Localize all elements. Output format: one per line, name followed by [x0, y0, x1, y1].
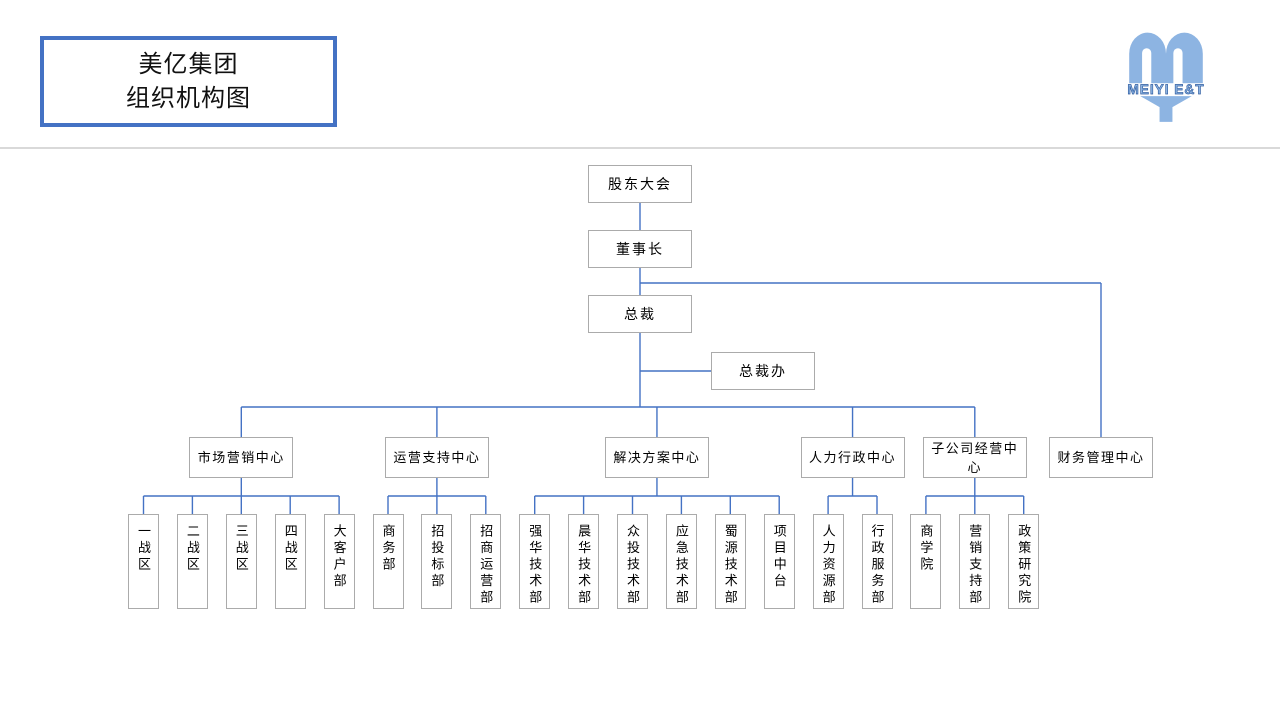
company-logo: MEIYI E&T: [1120, 32, 1212, 122]
org-node-chairman-label: 董事长: [616, 240, 664, 257]
logo-m-slot-left: [1142, 48, 1152, 91]
org-node-leaf-2-0-label: 强华技术部: [527, 524, 543, 607]
slide-title-line1: 美亿集团: [138, 50, 239, 78]
org-node-leaf-2-3: 应急技术部: [665, 514, 697, 609]
org-node-leaf-3-0: 人力资源部: [812, 514, 844, 609]
org-node-leaf-1-1: 招投标部: [421, 514, 453, 609]
org-node-leaf-1-2-label: 招商运营部: [478, 524, 494, 607]
org-node-leaf-1-0: 商务部: [372, 514, 404, 609]
org-node-center-2: 解决方案中心: [604, 437, 709, 478]
org-node-leaf-3-0-label: 人力资源部: [820, 524, 836, 607]
org-node-leaf-4-1: 营销支持部: [959, 514, 991, 609]
org-node-leaf-2-0: 强华技术部: [519, 514, 551, 609]
org-node-leaf-4-1-label: 营销支持部: [967, 524, 983, 607]
org-node-leaf-2-2-label: 众投技术部: [625, 524, 640, 607]
org-node-center-1: 运营支持中心: [384, 437, 489, 478]
org-node-leaf-3-1-label: 行政服务部: [869, 524, 885, 607]
org-node-leaf-2-2: 众投技术部: [617, 514, 648, 609]
org-node-leaf-0-3: 四战区: [274, 514, 306, 609]
org-node-president: 总裁: [588, 295, 692, 333]
org-node-leaf-0-4: 大客户部: [323, 514, 355, 609]
org-node-leaf-0-0: 一战区: [128, 514, 159, 609]
org-node-center-0-label: 市场营销中心: [197, 450, 285, 465]
org-node-leaf-0-2: 三战区: [225, 514, 257, 609]
org-node-leaf-2-4: 蜀源技术部: [714, 514, 746, 609]
slide-title-box: 美亿集团 组织机构图: [40, 36, 337, 127]
logo-text-band: [1120, 83, 1212, 97]
org-node-center-2-label: 解决方案中心: [613, 450, 701, 465]
org-node-leaf-1-0-label: 商务部: [380, 524, 396, 574]
org-node-center-3-label: 人力行政中心: [809, 450, 897, 465]
org-node-center-1-label: 运营支持中心: [393, 450, 481, 465]
org-node-leaf-0-2-label: 三战区: [233, 524, 249, 574]
org-node-leaf-0-4-label: 大客户部: [331, 524, 347, 590]
org-node-leaf-0-1: 二战区: [176, 514, 208, 609]
logo-tail-shape: [1140, 96, 1192, 122]
org-node-leaf-4-2-label: 政策研究院: [1016, 524, 1032, 607]
org-node-leaf-2-4-label: 蜀源技术部: [722, 524, 738, 607]
org-node-leaf-2-5: 项目中台: [763, 514, 795, 609]
logo-text: MEIYI E&T: [1127, 82, 1204, 97]
org-node-center-0: 市场营销中心: [189, 437, 294, 478]
org-node-center-5-label: 财务管理中心: [1057, 450, 1145, 465]
org-node-leaf-2-3-label: 应急技术部: [673, 524, 689, 607]
org-node-leaf-0-3-label: 四战区: [282, 524, 298, 574]
header-separator: [0, 147, 1280, 149]
org-node-leaf-2-1-label: 晨华技术部: [576, 524, 592, 607]
org-node-center-5: 财务管理中心: [1049, 437, 1153, 478]
org-node-leaf-1-1-label: 招投标部: [429, 524, 445, 590]
org-node-shareholders-meeting: 股东大会: [588, 165, 692, 203]
org-node-leaf-2-1: 晨华技术部: [568, 514, 600, 609]
org-node-leaf-1-2: 招商运营部: [470, 514, 502, 609]
org-node-leaf-4-2: 政策研究院: [1008, 514, 1040, 609]
org-node-leaf-2-5-label: 项目中台: [771, 524, 787, 590]
org-node-center-4: 子公司经营中心: [922, 437, 1027, 478]
org-node-president-office: 总裁办: [711, 352, 815, 390]
org-node-shareholders-meeting-label: 股东大会: [608, 175, 672, 192]
logo-m-slot-right: [1173, 48, 1183, 91]
slide-title-line2: 组织机构图: [126, 84, 251, 112]
org-node-president-label: 总裁: [624, 305, 656, 322]
org-node-leaf-0-1-label: 二战区: [184, 524, 200, 574]
org-node-center-4-label: 子公司经营中心: [931, 440, 1019, 475]
org-node-president-office-label: 总裁办: [739, 362, 787, 379]
org-node-leaf-4-0-label: 商学院: [918, 524, 934, 574]
org-node-leaf-4-0: 商学院: [910, 514, 942, 609]
org-node-leaf-0-0-label: 一战区: [136, 524, 151, 574]
org-node-center-3: 人力行政中心: [800, 437, 905, 478]
org-node-chairman: 董事长: [588, 230, 692, 268]
org-node-leaf-3-1: 行政服务部: [861, 514, 893, 609]
